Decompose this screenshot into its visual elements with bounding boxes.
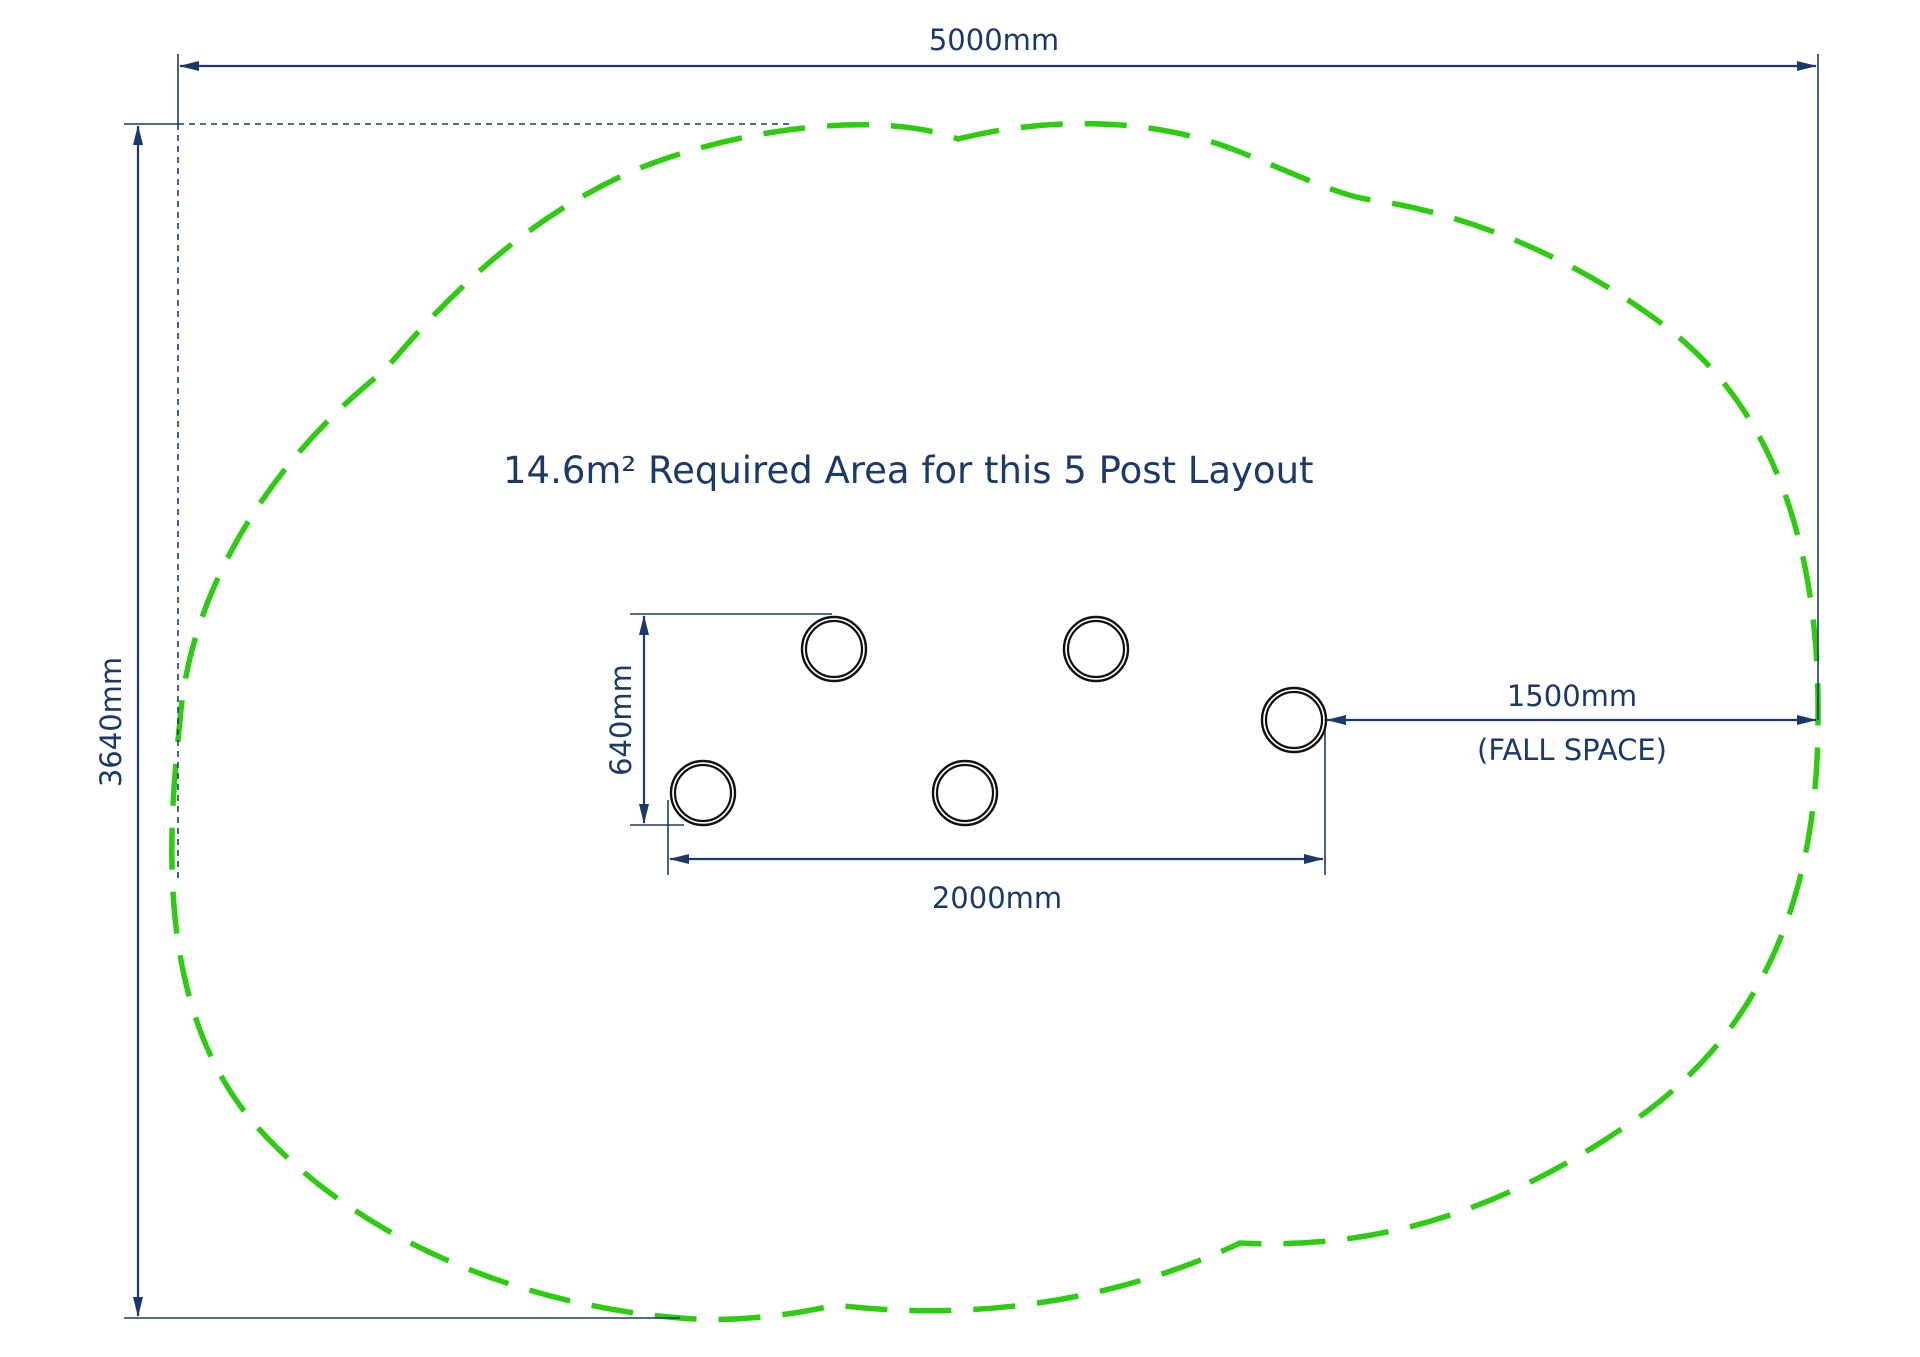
fall-space-note: (FALL SPACE) xyxy=(1477,733,1667,767)
fall-space-boundary xyxy=(169,120,1821,1323)
overall-height-label: 3640mm xyxy=(94,657,128,787)
post-span-label: 2000mm xyxy=(932,881,1062,915)
post-depth-label: 640mm xyxy=(604,664,638,776)
post-3 xyxy=(1260,686,1328,754)
post-2 xyxy=(1062,615,1130,683)
overall-width-label: 5000mm xyxy=(929,23,1059,57)
area-title: 14.6m² Required Area for this 5 Post Lay… xyxy=(503,449,1314,492)
post-4 xyxy=(669,759,737,827)
post-1 xyxy=(800,615,868,683)
posts xyxy=(669,615,1328,827)
post-5 xyxy=(931,759,999,827)
fall-space-label: 1500mm xyxy=(1507,679,1637,713)
